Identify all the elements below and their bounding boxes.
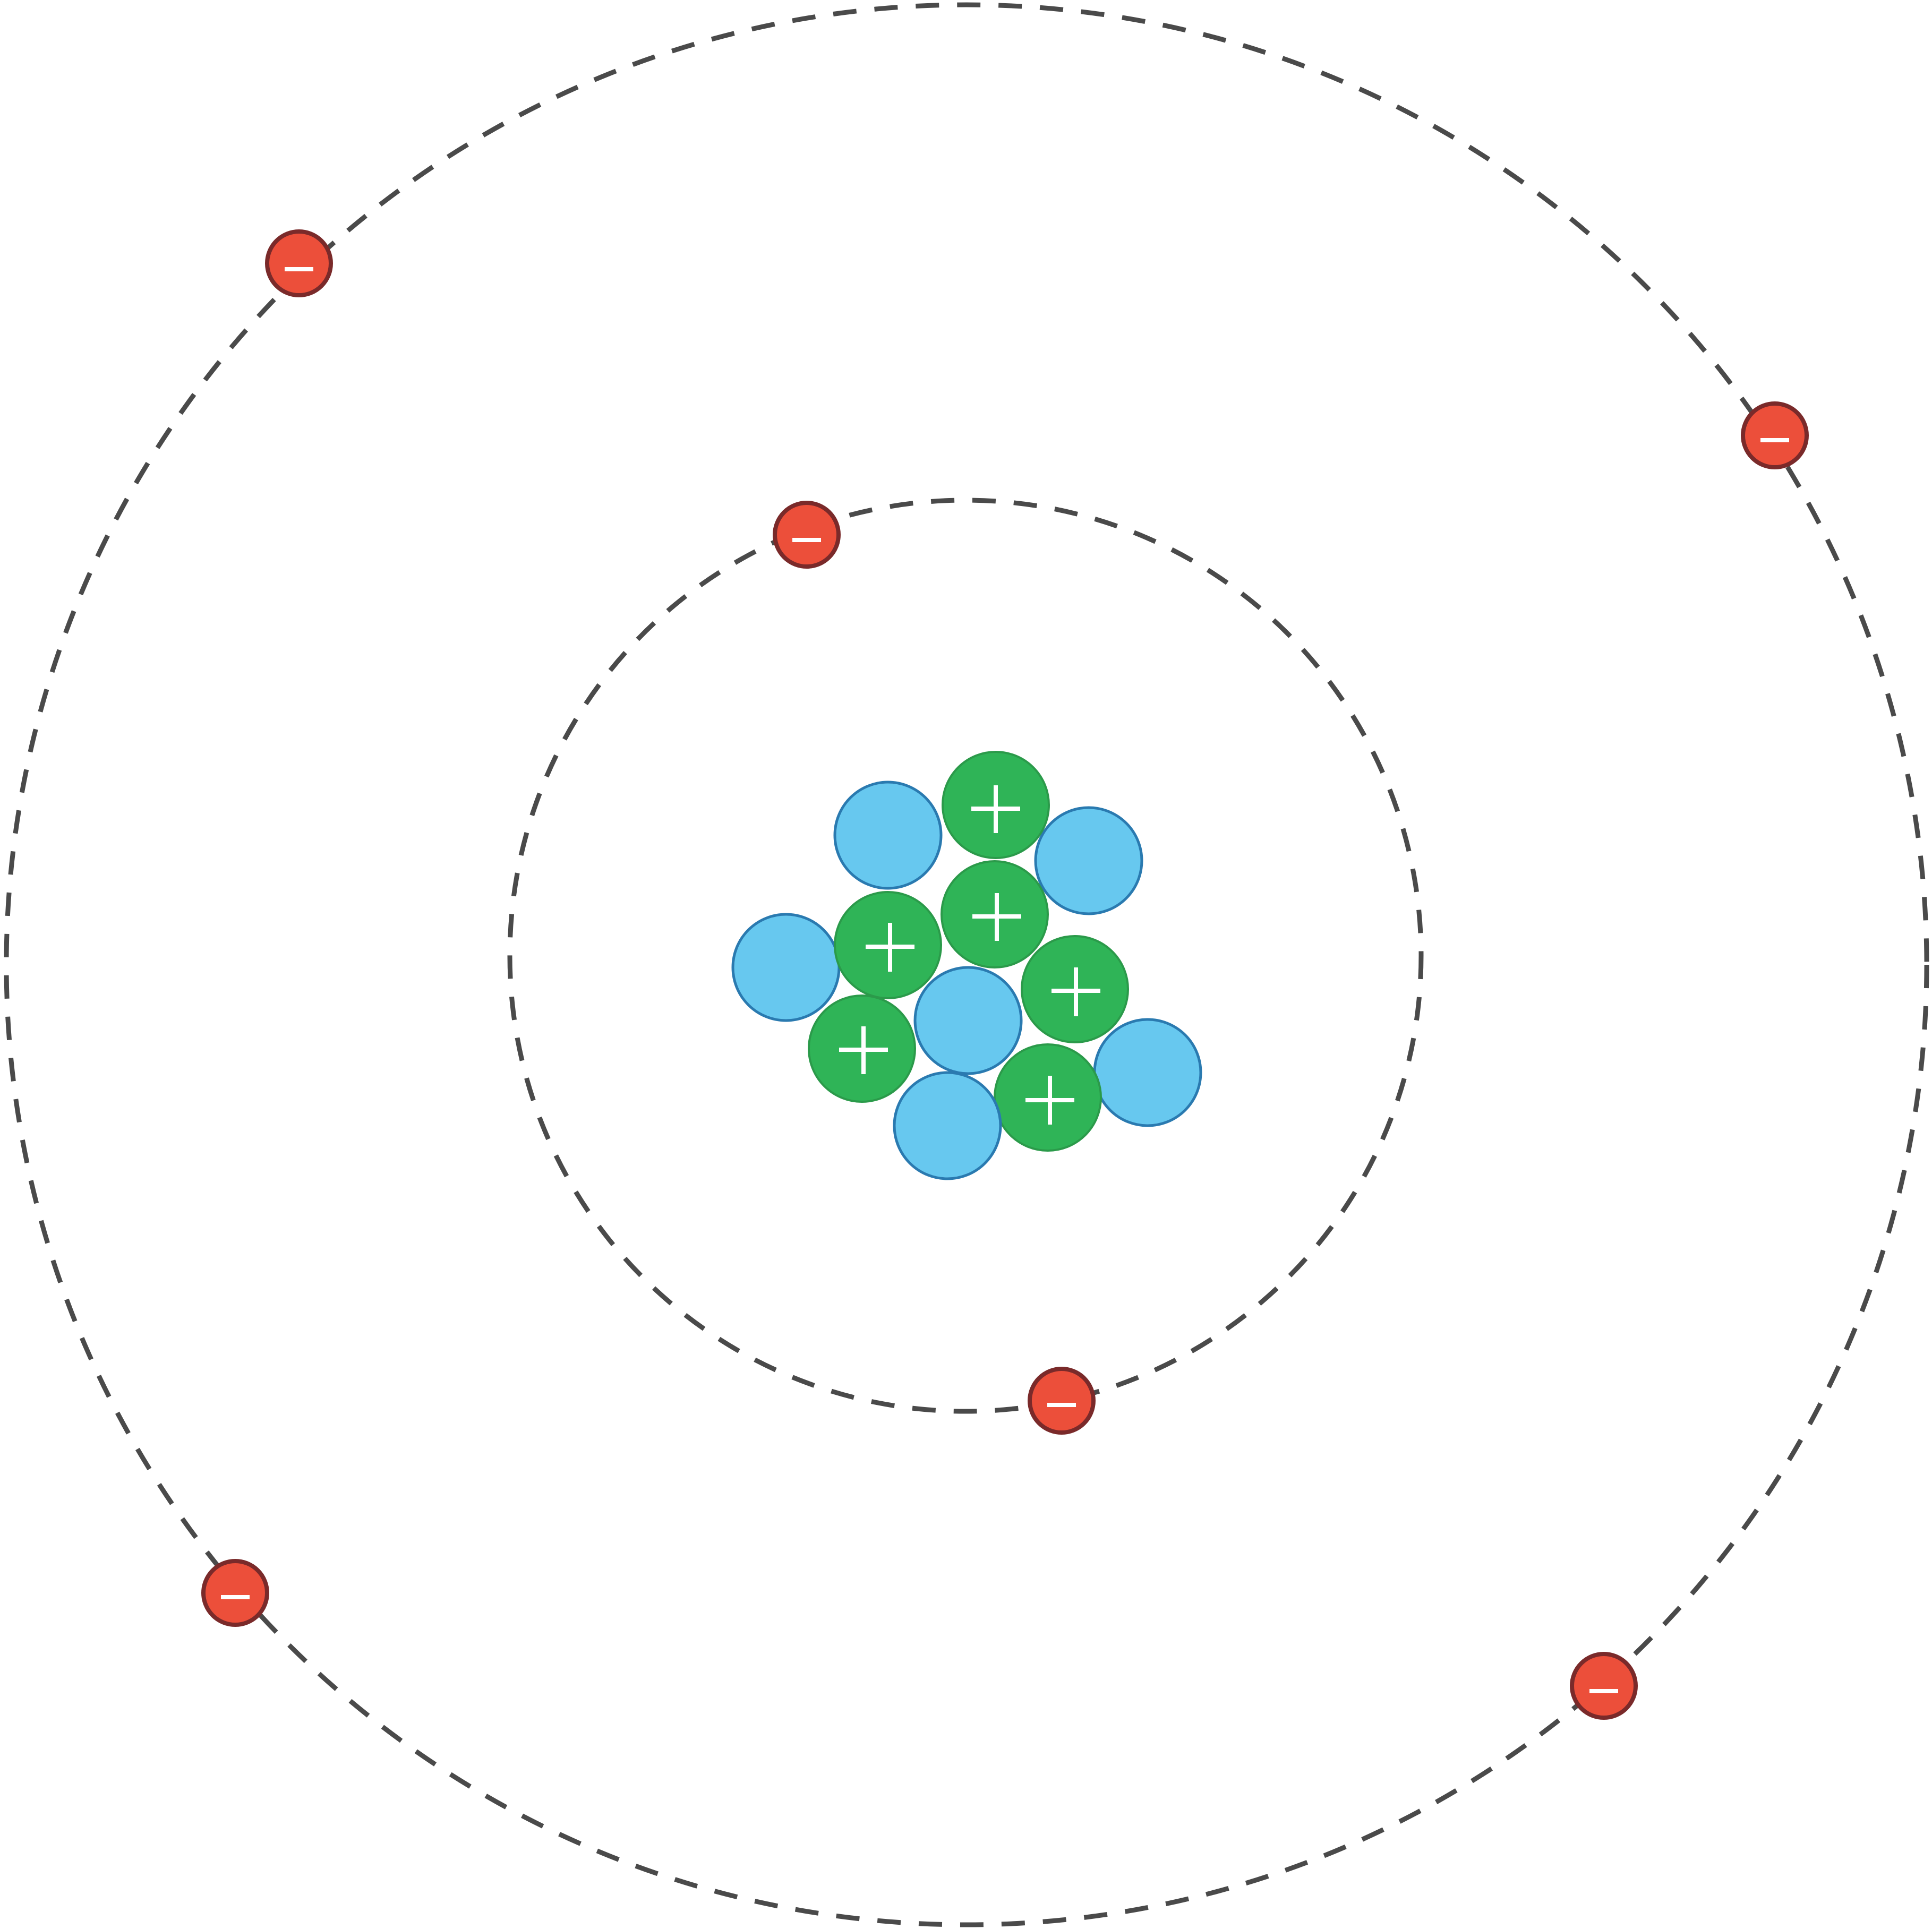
nucleus <box>731 751 1202 1180</box>
plus-sign-icon <box>1025 1076 1074 1125</box>
plus-sign-icon <box>971 785 1020 833</box>
proton <box>994 1043 1102 1152</box>
electron <box>265 229 333 297</box>
neutron <box>833 781 943 890</box>
electron <box>1741 401 1809 469</box>
neutron <box>893 1071 1002 1180</box>
electron <box>1028 1367 1096 1435</box>
plus-sign-icon <box>1052 967 1100 1016</box>
inner-shell-electrons <box>773 501 1096 1435</box>
proton <box>942 751 1050 859</box>
plus-sign-icon <box>839 1026 888 1074</box>
proton <box>834 891 942 999</box>
outer-shell-electrons <box>201 229 1809 1720</box>
electron <box>201 1559 269 1627</box>
neutron <box>731 913 841 1022</box>
proton <box>808 994 916 1103</box>
plus-sign-icon <box>866 923 914 972</box>
plus-sign-icon <box>972 893 1021 941</box>
electron <box>773 501 841 569</box>
inner-orbit <box>507 498 1424 1414</box>
proton <box>1021 935 1129 1043</box>
proton <box>941 860 1049 968</box>
electron <box>1570 1652 1638 1720</box>
neutron <box>1034 806 1143 915</box>
neutron <box>913 966 1023 1075</box>
neutron <box>1093 1018 1202 1127</box>
outer-orbit <box>4 2 1929 1927</box>
